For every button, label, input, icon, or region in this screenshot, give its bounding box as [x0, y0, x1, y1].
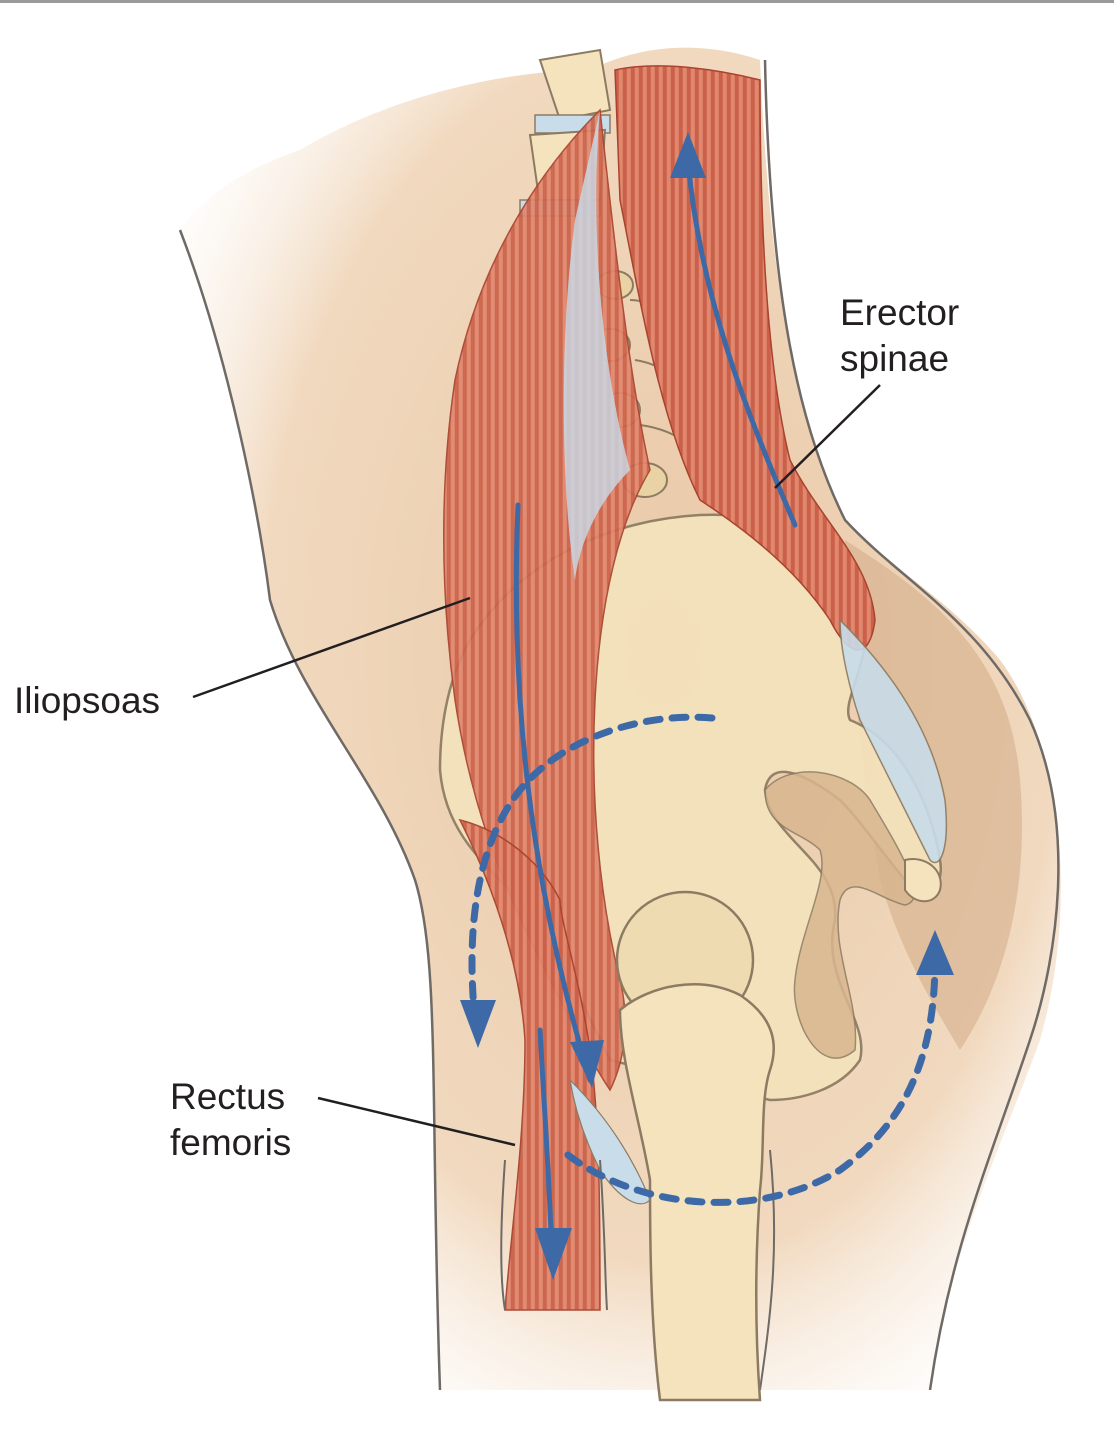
erector-spinae-label-line1: Erector — [840, 290, 959, 336]
rectus-femoris-label-line1: Rectus — [170, 1074, 291, 1120]
erector-spinae-label-line2: spinae — [840, 336, 959, 382]
erector-spinae-label: Erector spinae — [840, 290, 959, 382]
rectus-femoris-label: Rectus femoris — [170, 1074, 291, 1166]
iliopsoas-label: Iliopsoas — [14, 678, 160, 724]
rectus-femoris-label-line2: femoris — [170, 1120, 291, 1166]
iliopsoas-label-text: Iliopsoas — [14, 678, 160, 724]
